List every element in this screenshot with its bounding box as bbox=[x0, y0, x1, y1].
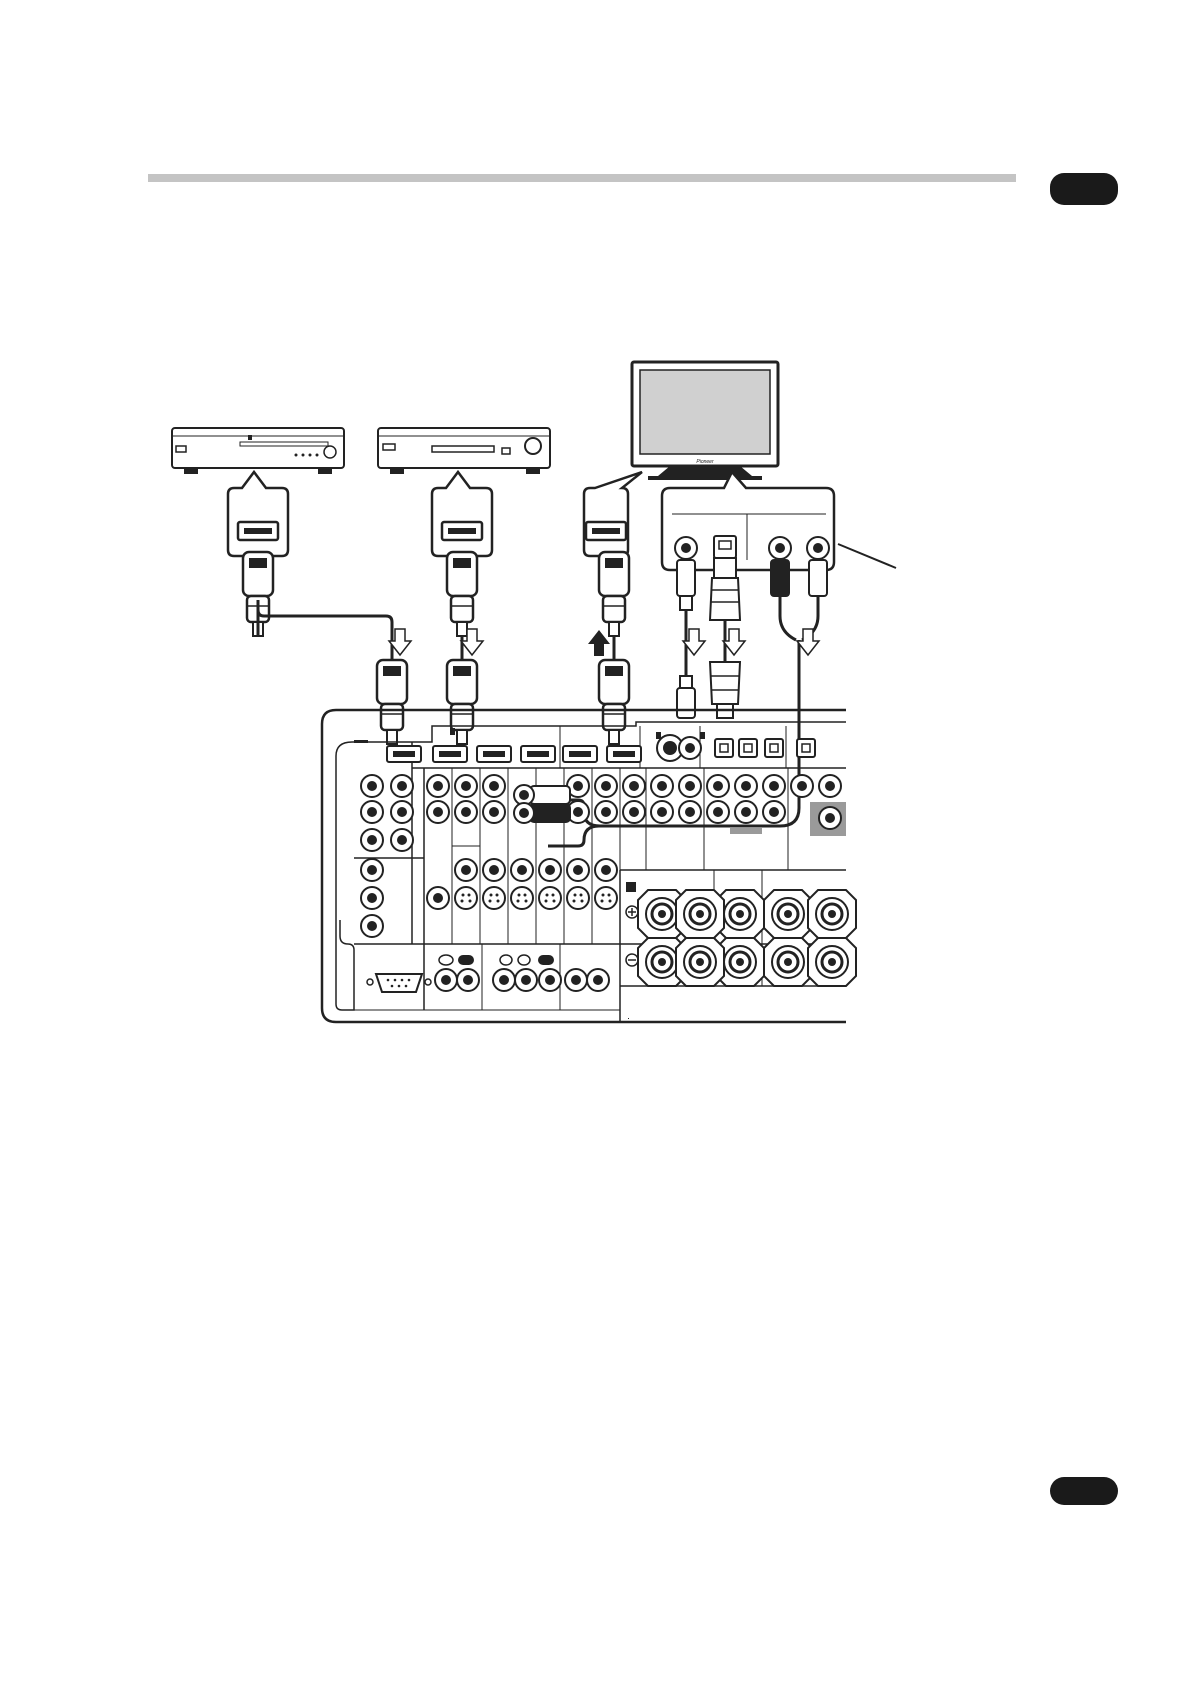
tv-brand-logo: Pioneer bbox=[696, 459, 714, 465]
blu-ray-player-illustration bbox=[172, 428, 344, 474]
tv-audio-output-callout bbox=[662, 472, 834, 570]
av-receiver-rear-panel bbox=[322, 710, 856, 1022]
rs232c-serial-port bbox=[367, 974, 431, 992]
dvd-recorder-hdmi-output-callout bbox=[432, 472, 492, 556]
signal-arrow-up bbox=[588, 630, 610, 656]
flat-panel-tv-illustration: Pioneer bbox=[632, 362, 778, 480]
speaker-terminals bbox=[626, 870, 856, 986]
callout-leader-line bbox=[838, 544, 896, 568]
dvd-recorder-illustration bbox=[378, 428, 550, 474]
stereo-rca-plugs bbox=[514, 785, 570, 823]
blu-ray-hdmi-output-callout bbox=[228, 472, 288, 556]
tv-hdmi-input-callout bbox=[584, 472, 642, 556]
